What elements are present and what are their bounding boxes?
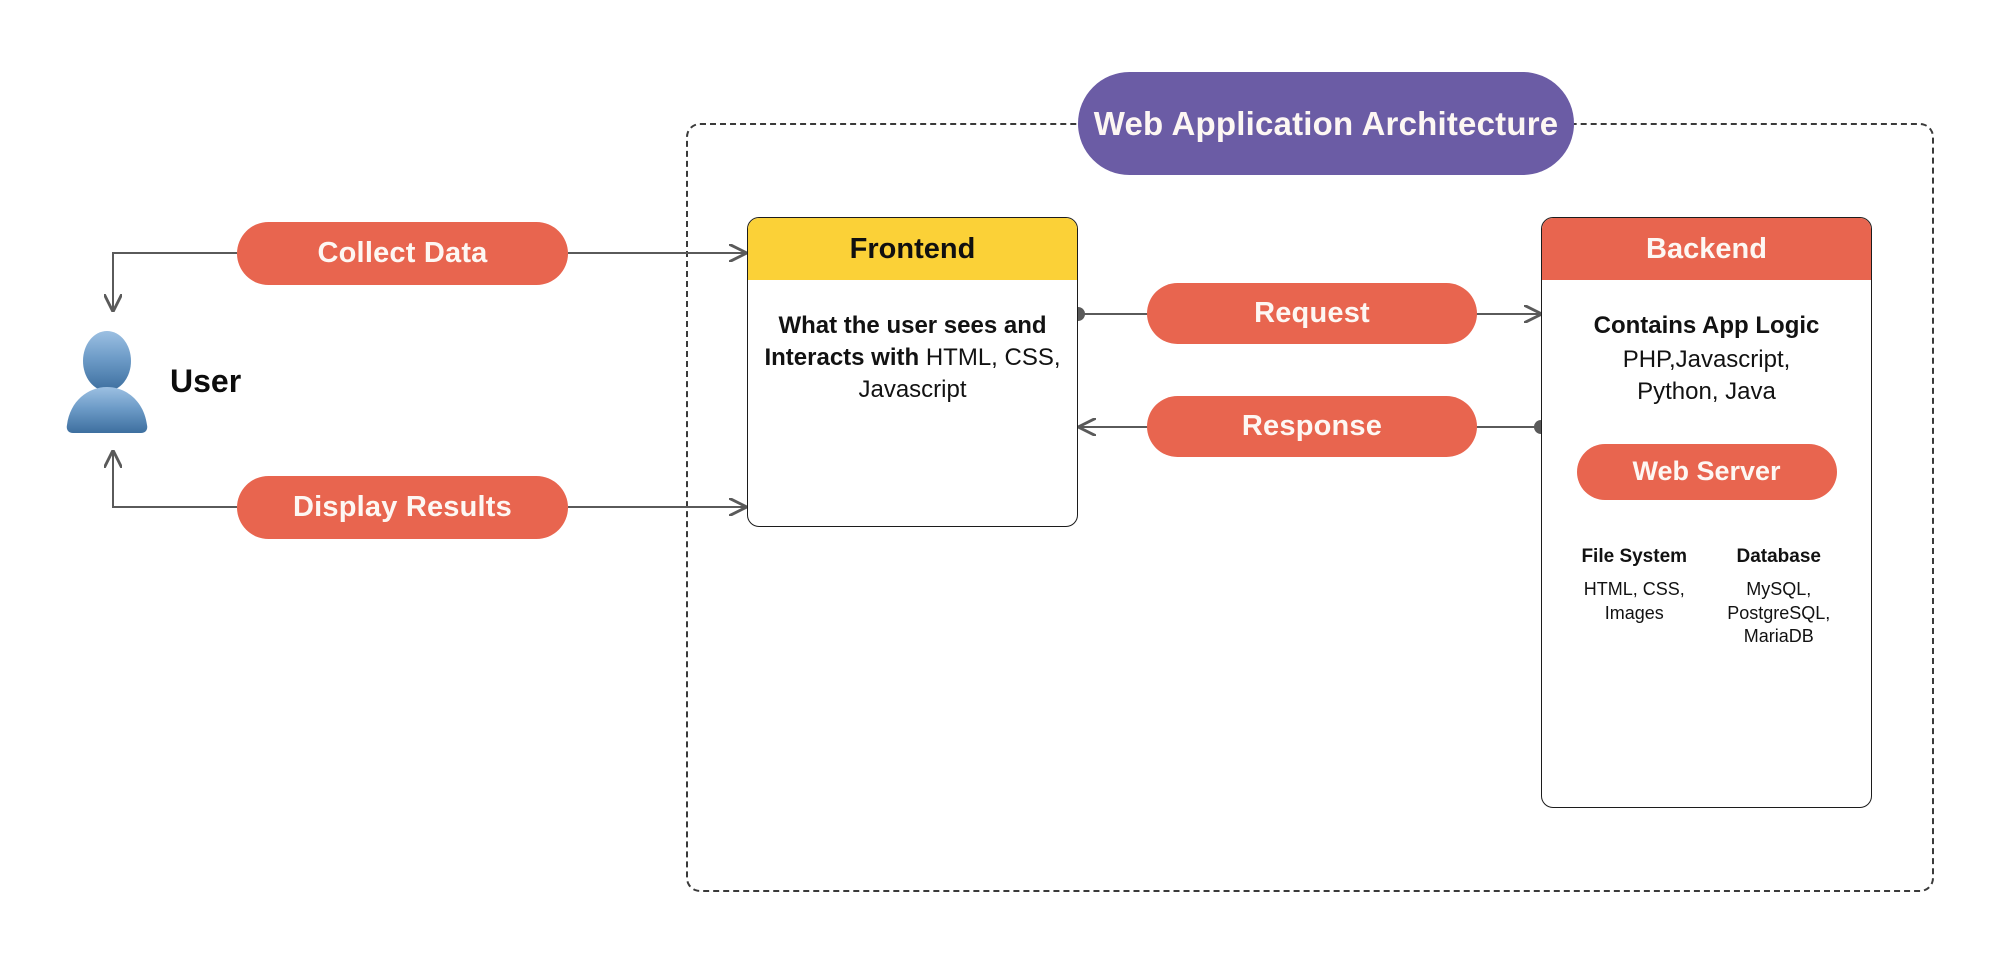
file-system-column: File System HTML, CSS, Images	[1568, 544, 1701, 649]
user-actor: User	[60, 326, 310, 436]
frontend-body-strong: What the user sees and Interacts with	[764, 312, 1047, 371]
edge-collect-to-user	[113, 252, 237, 310]
collect-data-label: Collect Data	[317, 237, 488, 269]
frontend-header: Frontend	[748, 218, 1077, 280]
display-results-pill[interactable]: Display Results	[237, 476, 568, 539]
backend-title: Backend	[1646, 232, 1767, 265]
backend-card[interactable]: Backend Contains App Logic PHP,Javascrip…	[1541, 217, 1872, 808]
collect-data-pill[interactable]: Collect Data	[237, 222, 568, 285]
file-system-title: File System	[1581, 545, 1688, 567]
backend-columns: File System HTML, CSS, Images Database M…	[1554, 544, 1859, 649]
backend-tech-line-2: Python, Java	[1637, 377, 1776, 405]
database-line-1: MySQL,	[1746, 578, 1812, 599]
frontend-title: Frontend	[849, 232, 976, 265]
frontend-body: What the user sees and Interacts with HT…	[748, 280, 1077, 406]
user-avatar-icon	[66, 331, 148, 433]
frontend-card[interactable]: Frontend What the user sees and Interact…	[747, 217, 1078, 527]
backend-body: Contains App Logic PHP,Javascript, Pytho…	[1542, 280, 1871, 649]
database-column: Database MySQL, PostgreSQL, MariaDB	[1713, 544, 1846, 649]
user-label: User	[170, 362, 242, 399]
backend-body-strong: Contains App Logic	[1593, 312, 1820, 339]
response-label: Response	[1241, 410, 1383, 442]
edge-display-to-user	[113, 452, 237, 508]
backend-header: Backend	[1542, 218, 1871, 280]
request-label: Request	[1254, 297, 1370, 329]
diagram-title-label: Web Application Architecture	[1093, 104, 1559, 142]
request-pill[interactable]: Request	[1147, 283, 1477, 344]
web-server-pill[interactable]: Web Server	[1576, 443, 1837, 500]
display-results-label: Display Results	[293, 491, 512, 523]
database-line-2: PostgreSQL,	[1727, 602, 1831, 623]
backend-tech-line-1: PHP,Javascript,	[1622, 345, 1791, 373]
database-line-3: MariaDB	[1743, 626, 1814, 647]
file-system-line-1: HTML, CSS,	[1583, 578, 1685, 599]
frontend-body-rest: HTML, CSS, Javascript	[858, 343, 1061, 403]
diagram-title-pill: Web Application Architecture	[1078, 72, 1574, 175]
web-server-label: Web Server	[1632, 455, 1781, 486]
response-pill[interactable]: Response	[1147, 396, 1477, 457]
file-system-line-2: Images	[1604, 602, 1664, 623]
database-title: Database	[1736, 545, 1822, 567]
